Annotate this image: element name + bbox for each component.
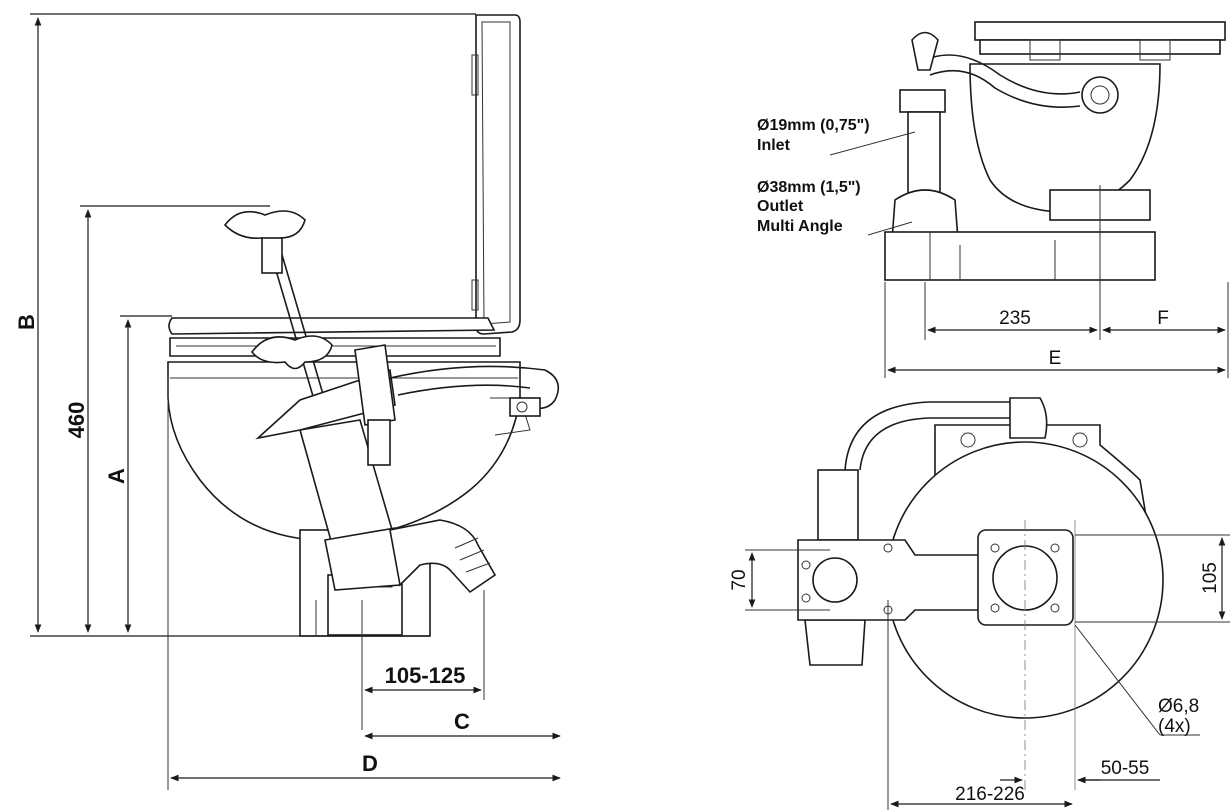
- label-460: 460: [64, 402, 89, 439]
- label-F: F: [1157, 308, 1169, 329]
- label-multi-angle: Multi Angle: [757, 218, 843, 235]
- dimension-C: C: [364, 709, 561, 740]
- dimension-B: B: [14, 13, 476, 633]
- pump-assembly: [223, 210, 497, 594]
- label-235: 235: [999, 308, 1031, 329]
- hole-leader: [1074, 624, 1161, 736]
- label-outlet: Outlet: [757, 198, 804, 215]
- label-A: A: [104, 468, 129, 484]
- label-105: 105: [1200, 562, 1221, 594]
- dimension-E: E: [887, 348, 1226, 374]
- label-70: 70: [729, 569, 750, 590]
- dimension-D: D: [170, 751, 561, 782]
- inlet-hose: [389, 365, 560, 417]
- label-hole-dia: Ø6,8: [1158, 696, 1199, 717]
- label-inlet-size: Ø19mm (0,75"): [757, 117, 870, 134]
- toilet-lid: [471, 14, 521, 335]
- label-hole-count: (4x): [1158, 716, 1191, 737]
- dimension-235: 235: [927, 308, 1098, 334]
- dimension-105-125: 105-125: [364, 663, 482, 694]
- top-view: 70 105 Ø6,8 (4x) 50-55 216-226: [729, 397, 1230, 810]
- label-50-55: 50-55: [1101, 758, 1150, 779]
- label-E: E: [1049, 348, 1062, 369]
- dimension-70: 70: [729, 552, 756, 608]
- dimension-216-226: 216-226: [890, 784, 1073, 808]
- toilet-seat: [168, 317, 501, 357]
- dimension-50-55: 50-55: [1000, 758, 1160, 784]
- label-outlet-size: Ø38mm (1,5"): [757, 179, 861, 196]
- dimension-105: 105: [1200, 537, 1226, 620]
- dimension-A: A: [104, 315, 172, 633]
- label-105-125: 105-125: [385, 663, 466, 688]
- side-view: B 460 A 105-125 C D: [14, 13, 561, 790]
- rear-view: Ø19mm (0,75") Inlet Ø38mm (1,5") Outlet …: [757, 21, 1229, 378]
- label-D: D: [362, 751, 378, 776]
- label-inlet: Inlet: [757, 137, 791, 154]
- label-B: B: [14, 314, 39, 330]
- label-C: C: [454, 709, 470, 734]
- dimension-F: F: [1102, 308, 1226, 334]
- dimension-460: 460: [64, 205, 270, 633]
- label-216-226: 216-226: [955, 784, 1025, 805]
